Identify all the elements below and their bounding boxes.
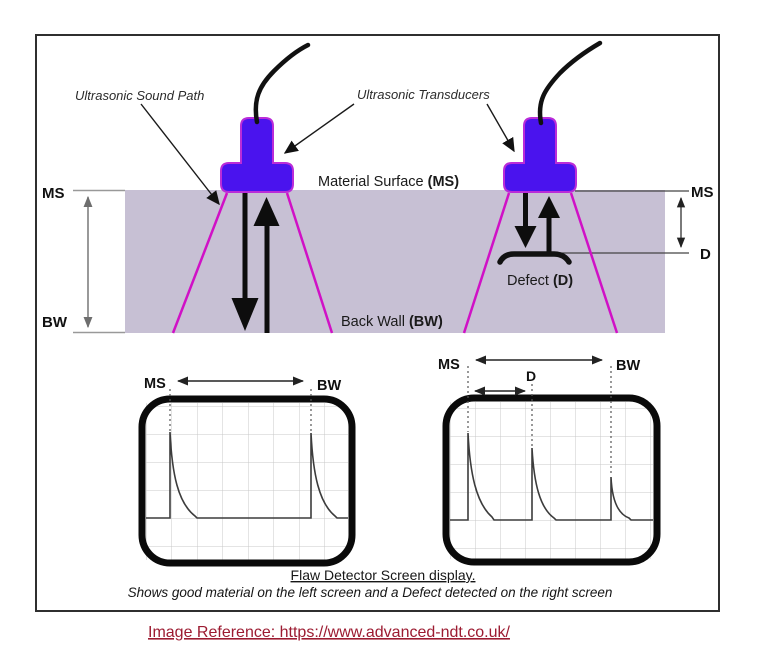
material-block [125,190,665,333]
d-right-label: D [700,246,711,263]
sound-path-arrows-left [231,191,280,333]
down-arrow-head [231,298,259,331]
down-arrow-shaft [523,191,528,228]
label-material-surface: Material Surface (MS) [318,174,459,190]
defect-depth-dimension: MS D [549,184,714,263]
screen-grid [146,403,348,560]
caption-subtitle: Shows good material on the left screen a… [128,585,613,600]
thickness-dimension: MS BW [42,185,125,334]
up-arrow-head [538,196,560,218]
label-defect: Defect (D) [507,273,573,289]
label-defect-text: Defect [507,273,553,289]
beam-left-1 [171,192,229,334]
transducers-arrow-left [283,103,355,154]
bw-left-label: BW [42,314,68,331]
screen-ms-label: MS [438,357,460,373]
marker-dotted-lines [169,389,312,432]
label-back-wall: Back Wall (BW) [341,314,443,330]
screen-bezel [442,394,661,566]
up-arrow-shaft [264,224,270,333]
marker-dotted-lines [467,366,612,476]
beam-left-2 [285,192,334,334]
sound-path-arrow [140,103,220,206]
ultrasonic-beams [171,192,619,334]
ms-right-label: MS [691,184,714,201]
transducer-left [220,42,311,193]
screen-d-label: D [526,368,536,384]
flaw-detector-screen-right: MS BW D [438,355,661,566]
screen-ms-label: MS [144,376,166,392]
label-defect-abbr: (D) [553,273,573,289]
down-arrow-shaft [242,191,248,301]
screen-bw-label: BW [317,378,341,394]
label-material-surface-text: Material Surface [318,174,428,190]
label-back-wall-abbr: (BW) [409,314,443,330]
label-back-wall-text: Back Wall [341,314,409,330]
screen-bezel [138,395,356,567]
transducer-right [503,40,603,193]
flaw-detector-screen-left: MS BW [138,376,356,567]
up-arrow-shaft [546,216,552,252]
image-reference-link[interactable]: Image Reference: https://www.advanced-nd… [148,624,511,641]
up-arrow-head [253,197,280,226]
down-arrow-head [514,226,537,248]
transducer-cable [253,42,311,125]
sound-path-arrows-right [514,191,560,252]
beam-right-2 [569,192,619,334]
label-material-surface-abbr: (MS) [428,174,460,190]
label-sound-path: Ultrasonic Sound Path [75,88,204,103]
ms-left-label: MS [42,185,65,202]
echo-trace [450,432,653,521]
caption-title: Flaw Detector Screen display. [291,567,476,583]
transducers-arrow-right [486,103,515,153]
defect-indication [497,251,572,265]
echo-trace [146,431,348,519]
screen-grid [450,402,653,559]
screen-bw-label: BW [616,358,640,374]
label-transducers: Ultrasonic Transducers [357,87,490,102]
transducer-cable [537,40,603,126]
beam-right-1 [462,192,511,334]
annotation-arrows [140,103,515,206]
